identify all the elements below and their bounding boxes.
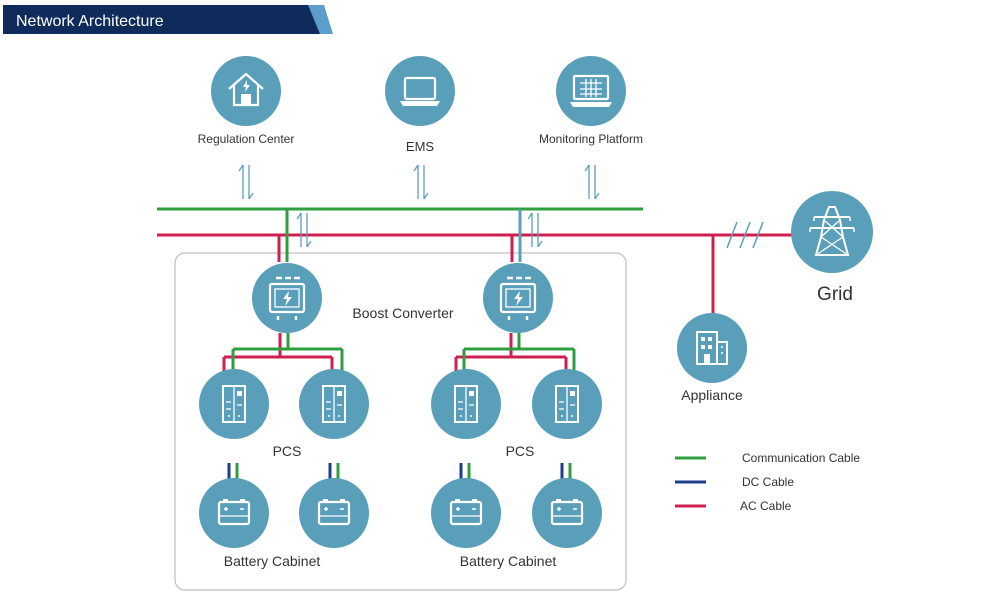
ems-label: EMS bbox=[406, 139, 435, 154]
pcs-node-4 bbox=[532, 369, 602, 439]
legend-label: Communication Cable bbox=[742, 451, 860, 465]
grid-label: Grid bbox=[817, 284, 853, 305]
right-converter-signal-arrow bbox=[527, 212, 543, 248]
monitoring-signal-arrow bbox=[584, 164, 600, 200]
monitoring-platform-label: Monitoring Platform bbox=[539, 132, 643, 146]
pcs-node-1 bbox=[199, 369, 269, 439]
storage-system-container bbox=[174, 252, 627, 591]
legend: Communication Cable DC Cable AC Cable bbox=[675, 451, 860, 513]
appliance-label: Appliance bbox=[681, 387, 743, 403]
pcs-label-right: PCS bbox=[506, 443, 535, 459]
pcs-node-3 bbox=[431, 369, 501, 439]
ems-node: EMS bbox=[385, 56, 455, 154]
ems-signal-arrow bbox=[413, 164, 429, 200]
header-bar bbox=[3, 5, 320, 34]
monitoring-platform-node: Monitoring Platform bbox=[539, 56, 643, 146]
left-converter-signal-arrow bbox=[296, 212, 312, 248]
regulation-signal-arrow bbox=[238, 164, 254, 200]
pcs-node-2 bbox=[299, 369, 369, 439]
battery-cabinet-node-2 bbox=[299, 478, 369, 548]
grid-node: Grid bbox=[791, 191, 873, 305]
legend-item-ac: AC Cable bbox=[675, 499, 792, 513]
line-break-marks bbox=[726, 221, 764, 249]
boost-converter-label: Boost Converter bbox=[352, 305, 453, 321]
regulation-center-label: Regulation Center bbox=[198, 132, 295, 146]
page-title: Network Architecture bbox=[16, 13, 164, 30]
battery-cabinet-node-1 bbox=[199, 478, 269, 548]
boost-converter-left bbox=[252, 263, 322, 333]
battery-cabinet-label-right: Battery Cabinet bbox=[460, 553, 557, 569]
header-banner: Network Architecture bbox=[3, 5, 333, 34]
battery-cabinet-label-left: Battery Cabinet bbox=[224, 553, 321, 569]
legend-label: AC Cable bbox=[740, 499, 792, 513]
pcs-label-left: PCS bbox=[273, 443, 302, 459]
battery-cabinet-node-3 bbox=[431, 478, 501, 548]
legend-item-dc: DC Cable bbox=[675, 475, 794, 489]
left-group-wiring bbox=[222, 209, 344, 480]
right-group-wiring bbox=[454, 209, 576, 480]
legend-item-communication: Communication Cable bbox=[675, 451, 860, 465]
boost-converter-right bbox=[483, 263, 553, 333]
legend-label: DC Cable bbox=[742, 475, 794, 489]
battery-cabinet-node-4 bbox=[532, 478, 602, 548]
regulation-center-node: Regulation Center bbox=[198, 56, 295, 146]
appliance-node: Appliance bbox=[677, 313, 747, 403]
header-accent bbox=[308, 5, 333, 34]
